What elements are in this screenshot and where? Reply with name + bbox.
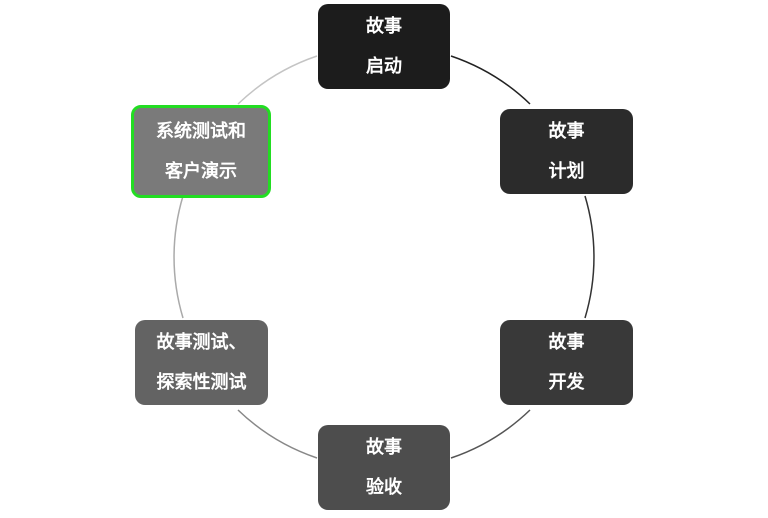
node-label-line1: 故事 [366, 436, 402, 458]
ring-arc-dev-to-accept [450, 409, 531, 459]
node-label-line1: 故事 [548, 331, 585, 353]
node-label-line2: 计划 [548, 160, 585, 182]
node-label-line2: 探索性测试 [156, 371, 247, 393]
node-label-line1: 故事 [366, 15, 402, 37]
ring-arc-kickoff-to-planning [450, 55, 531, 105]
ring-arc-system-to-kickoff [237, 55, 318, 105]
node-label-line2: 开发 [548, 371, 585, 393]
node-system-test-demo[interactable]: 系统测试和 客户演示 [131, 105, 271, 198]
ring-arc-test-to-system [173, 195, 184, 319]
node-label-line1: 系统测试和 [156, 120, 246, 142]
node-story-testing[interactable]: 故事测试、 探索性测试 [135, 320, 268, 405]
node-label-line2: 验收 [366, 476, 402, 498]
node-story-planning[interactable]: 故事 计划 [500, 109, 633, 194]
ring-arc-accept-to-test [237, 409, 318, 459]
node-label-line1: 故事测试、 [156, 331, 247, 353]
node-story-kickoff[interactable]: 故事 启动 [318, 4, 450, 89]
node-label-line1: 故事 [548, 120, 585, 142]
node-story-dev[interactable]: 故事 开发 [500, 320, 633, 405]
node-label-line2: 客户演示 [165, 160, 237, 182]
ring-arc-planning-to-dev [584, 195, 595, 319]
node-label-line2: 启动 [366, 55, 402, 77]
node-story-acceptance[interactable]: 故事 验收 [318, 425, 450, 510]
